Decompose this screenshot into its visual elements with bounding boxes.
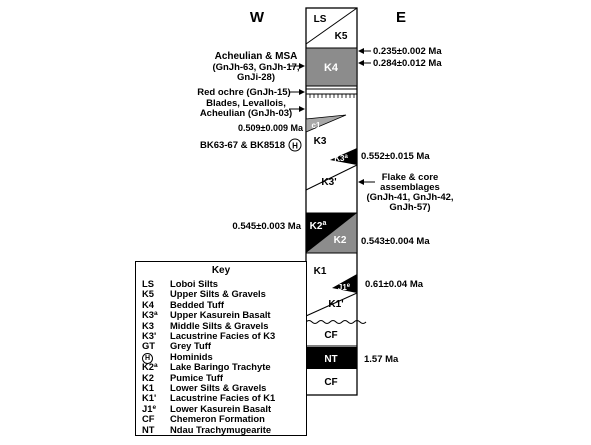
label-bk: BK63-67 & BK8518: [200, 140, 285, 151]
legend-desc: Lacustrine Facies of K3: [170, 330, 276, 341]
svg-text:(GnJh-41, GnJh-42,: (GnJh-41, GnJh-42,: [366, 192, 453, 203]
label-date-nt: 1.57 Ma: [364, 354, 399, 365]
unit-nt-block: [306, 347, 357, 369]
svg-text:Acheulian & MSA: Acheulian & MSA: [215, 51, 298, 62]
unit-k3a: K3a: [334, 154, 348, 163]
unit-k1: K1: [314, 266, 327, 277]
legend-code: K5: [142, 288, 154, 300]
unconformity-line: [305, 320, 367, 324]
label-date-k4-top: 0.235±0.002 Ma: [373, 46, 442, 57]
legend-desc: Pumice Tuff: [170, 371, 223, 383]
legend-desc: Loboi Silts: [170, 278, 218, 289]
unit-k4: K4: [324, 62, 339, 74]
svg-text:Acheulian (GnJh-03): Acheulian (GnJh-03): [200, 108, 292, 119]
legend-title: Key: [211, 265, 231, 276]
label-date-j1e: 0.61±0.04 Ma: [365, 279, 424, 290]
grey-tuff-band: [306, 88, 357, 98]
unit-cf-lower: CF: [324, 377, 337, 388]
label-date-k2a: 0.545±0.003 Ma: [232, 221, 301, 232]
hominid-circle-icon: H: [142, 352, 153, 364]
legend-desc: Lake Baringo Trachyte: [170, 361, 271, 373]
legend-desc: Upper Kasurein Basalt: [170, 309, 271, 321]
legend-code: K1': [142, 392, 157, 404]
k3-k3p-diagonal: [305, 164, 358, 191]
unit-j1e: J1e: [338, 283, 351, 292]
label-date-k4-base: 0.284±0.012 Ma: [373, 58, 442, 69]
label-date-k2: 0.543±0.004 Ma: [361, 236, 430, 247]
svg-text:Blades, Levallois,: Blades, Levallois,: [206, 98, 286, 109]
legend-code: K2a: [142, 361, 158, 373]
unit-k5: K5: [335, 31, 348, 42]
svg-text:GnJi-28): GnJi-28): [237, 72, 275, 83]
legend-desc: Ndau Trachymugearite: [170, 423, 272, 435]
hominid-circle-icon: [288, 138, 302, 152]
unit-ls: LS: [314, 14, 327, 25]
unit-cf-upper: CF: [324, 330, 337, 341]
unit-k2: K2: [334, 235, 347, 246]
legend-desc: Chemeron Formation: [170, 413, 265, 425]
svg-text:assemblages: assemblages: [380, 182, 440, 193]
label-date-c1: 0.509±0.009 Ma: [238, 123, 304, 133]
legend-code: CF: [142, 413, 155, 425]
label-red-ochre: Red ochre (GnJh-15): [197, 87, 290, 98]
unit-nt: NT: [324, 354, 337, 365]
unit-k2a-wedge: [306, 213, 357, 253]
legend-code: K3a: [142, 309, 158, 321]
unit-k3p: K3': [321, 177, 336, 188]
unit-k4-block: [305, 47, 358, 87]
label-date-k3a: 0.552±0.015 Ma: [361, 151, 430, 162]
svg-text:(GnJh-63, GnJh-17,: (GnJh-63, GnJh-17,: [212, 62, 299, 73]
legend-desc: Lacustrine Facies of K1: [170, 392, 276, 404]
label-blades: Blades, Levallois, Acheulian (GnJh-03): [200, 98, 292, 119]
legend-code: K1: [142, 382, 154, 393]
hominid-symbol: H: [292, 142, 298, 151]
legend-code: H: [142, 351, 168, 364]
legend-code: GT: [142, 340, 156, 352]
unit-c1-wedge: [305, 114, 347, 133]
ls-k5-diagonal: [305, 7, 358, 45]
unit-c1: c1: [312, 121, 321, 130]
unit-j1e-wedge: [332, 274, 357, 293]
legend-code: K2: [142, 371, 154, 383]
legend-desc: Hominids: [170, 350, 213, 362]
unit-k1p: K1': [328, 299, 343, 310]
legend-code: J1e: [142, 402, 157, 414]
legend-desc: Bedded Tuff: [170, 298, 224, 310]
legend-code: K3: [142, 319, 154, 331]
k1-k1p-diagonal: [305, 292, 358, 317]
label-acheulian-msa: Acheulian & MSA (GnJh-63, GnJh-17, GnJi-…: [212, 51, 299, 83]
legend-desc: Lower Silts & Gravels: [170, 382, 267, 393]
svg-text:GnJh-57): GnJh-57): [389, 202, 430, 213]
label-flake-core: Flake & core assemblages (GnJh-41, GnJh-…: [366, 172, 453, 213]
legend-desc: Grey Tuff: [170, 340, 211, 352]
legend-desc: Upper Silts & Gravels: [170, 288, 266, 300]
unit-k3: K3: [314, 136, 327, 147]
legend-desc: Middle Silts & Gravels: [170, 319, 269, 331]
legend-code: K4: [142, 298, 154, 310]
unit-k3a-wedge: [330, 148, 357, 165]
legend-code: NT: [142, 423, 155, 435]
unit-k2a: K2a: [310, 220, 327, 232]
svg-text:Flake & core: Flake & core: [382, 172, 439, 183]
east-header: E: [396, 9, 406, 26]
legend-desc: Lower Kasurein Basalt: [170, 402, 272, 414]
legend-code: LS: [142, 278, 154, 289]
west-header: W: [250, 9, 265, 26]
legend-code: K3': [142, 330, 157, 341]
